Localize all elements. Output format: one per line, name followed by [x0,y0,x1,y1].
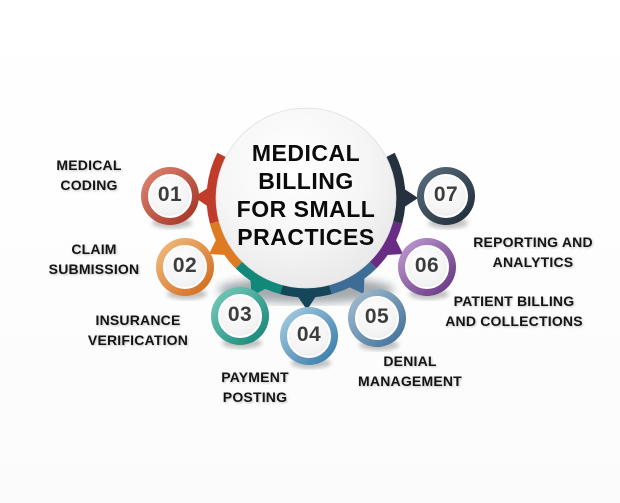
badge-01 [141,167,199,229]
arc-segment-04 [280,283,332,298]
badge-04 [280,307,338,369]
badge-07-number: 07 [433,183,459,206]
badge-04-number: 04 [296,323,322,346]
badge-07 [417,167,475,229]
badge-05-inner [355,296,399,340]
arrow-to-05 [337,264,365,294]
arc-segment-01 [206,152,228,224]
badge-05-number: 05 [364,305,390,328]
badge-06-number: 06 [414,254,440,277]
label-denial-management: DENIAL MANAGEMENT [358,353,462,389]
badge-07-inner [424,174,468,218]
label-patient-billing-collections: PATIENT BILLING AND COLLECTIONS [445,293,583,329]
badge-01-number: 01 [157,183,183,206]
badge-06 [398,238,456,300]
label-medical-coding: MEDICAL CODING [56,157,122,193]
arrow-to-06 [373,227,403,256]
badge-05 [348,289,406,351]
arc-segment-05 [328,260,377,295]
diagram-title: MEDICAL BILLING FOR SMALL PRACTICES [236,140,376,250]
badge-04-inner [287,314,331,358]
center-ring-segments [206,152,406,298]
label-payment-posting: PAYMENT POSTING [221,369,289,405]
arc-segment-07 [384,152,406,224]
badge-03-inner [218,294,262,338]
badge-02-inner [163,245,207,289]
badge-03 [211,287,269,349]
arrow-to-03 [249,266,278,296]
center-circle [215,107,397,289]
label-insurance-verification: INSURANCE VERIFICATION [87,312,189,348]
arc-segment-06 [368,220,403,269]
label-claim-submission: CLAIM SUBMISSION [48,241,140,277]
arrow-to-02 [209,227,239,256]
label-reporting-analytics: REPORTING AND ANALYTICS [473,234,593,270]
badge-02-number: 02 [172,254,198,277]
badge-06-inner [405,245,449,289]
arc-segment-03 [235,260,284,295]
badge-02 [156,238,214,300]
badge-01-inner [148,174,192,218]
arc-segment-02 [209,220,244,269]
badge-03-number: 03 [227,303,253,326]
